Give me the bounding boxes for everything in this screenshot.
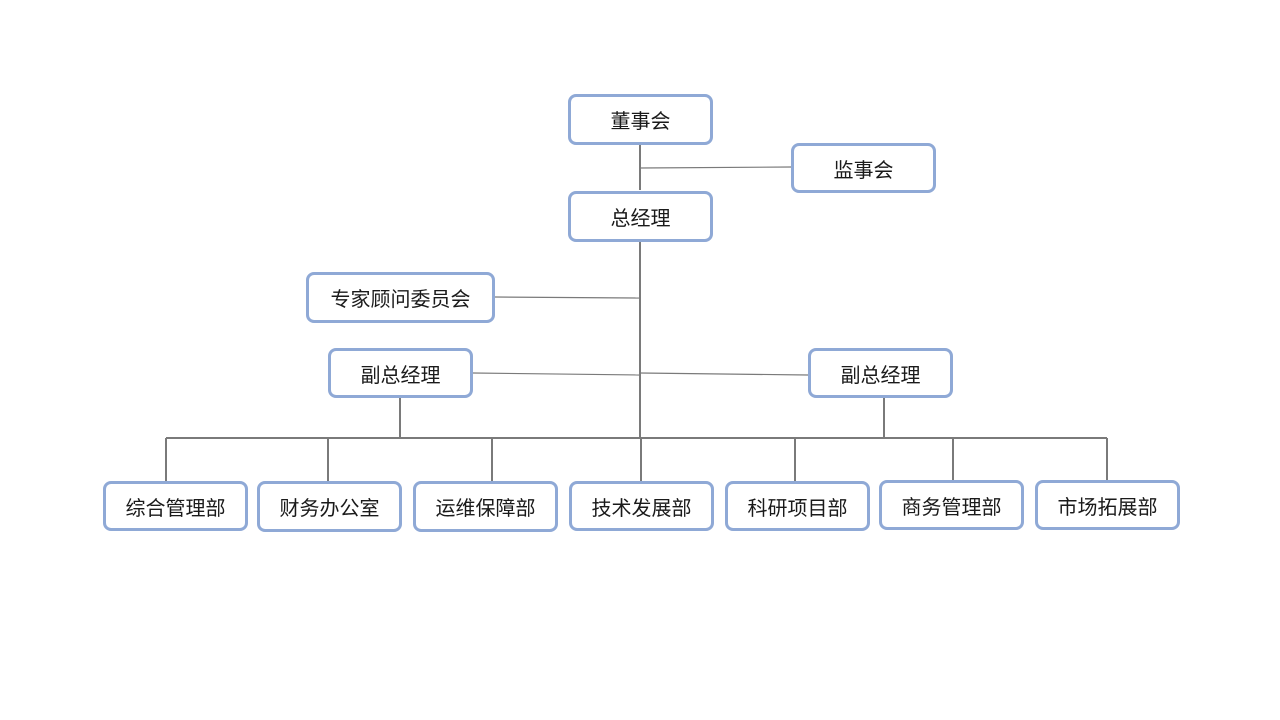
node-department: 技术发展部: [569, 481, 714, 531]
node-deputy-manager-left-label: 副总经理: [360, 362, 441, 387]
node-expert-committee: 专家顾问委员会: [306, 272, 495, 323]
node-general-manager-label: 总经理: [610, 206, 671, 230]
node-department-label: 运维保障部: [435, 496, 536, 520]
node-department: 运维保障部: [413, 481, 558, 532]
node-department-label: 综合管理部: [125, 495, 226, 520]
node-expert-committee-label: 专家顾问委员会: [330, 287, 471, 311]
node-general-manager: 总经理: [568, 191, 713, 242]
connector-expert-committee: [494, 296, 641, 299]
node-department: 财务办公室: [257, 481, 402, 532]
node-deputy-manager-right-label: 副总经理: [840, 362, 921, 387]
node-department: 商务管理部: [879, 480, 1024, 530]
node-department-label: 商务管理部: [901, 494, 1002, 519]
node-board: 董事会: [568, 94, 713, 145]
node-department-label: 技术发展部: [591, 495, 692, 520]
node-deputy-manager-left: 副总经理: [328, 348, 473, 398]
node-department: 市场拓展部: [1035, 480, 1180, 530]
node-deputy-manager-right: 副总经理: [808, 348, 953, 398]
node-supervisors: 监事会: [791, 143, 936, 193]
connector-deputy-left: [472, 372, 641, 376]
connector-deputy-right: [639, 372, 809, 376]
node-supervisors-label: 监事会: [833, 157, 894, 182]
node-department-label: 市场拓展部: [1057, 494, 1158, 519]
node-department-label: 财务办公室: [279, 496, 380, 520]
node-department: 综合管理部: [103, 481, 248, 531]
node-department-label: 科研项目部: [747, 495, 848, 520]
node-board-label: 董事会: [610, 109, 671, 133]
node-department: 科研项目部: [725, 481, 870, 531]
connector-supervisors: [639, 166, 792, 169]
